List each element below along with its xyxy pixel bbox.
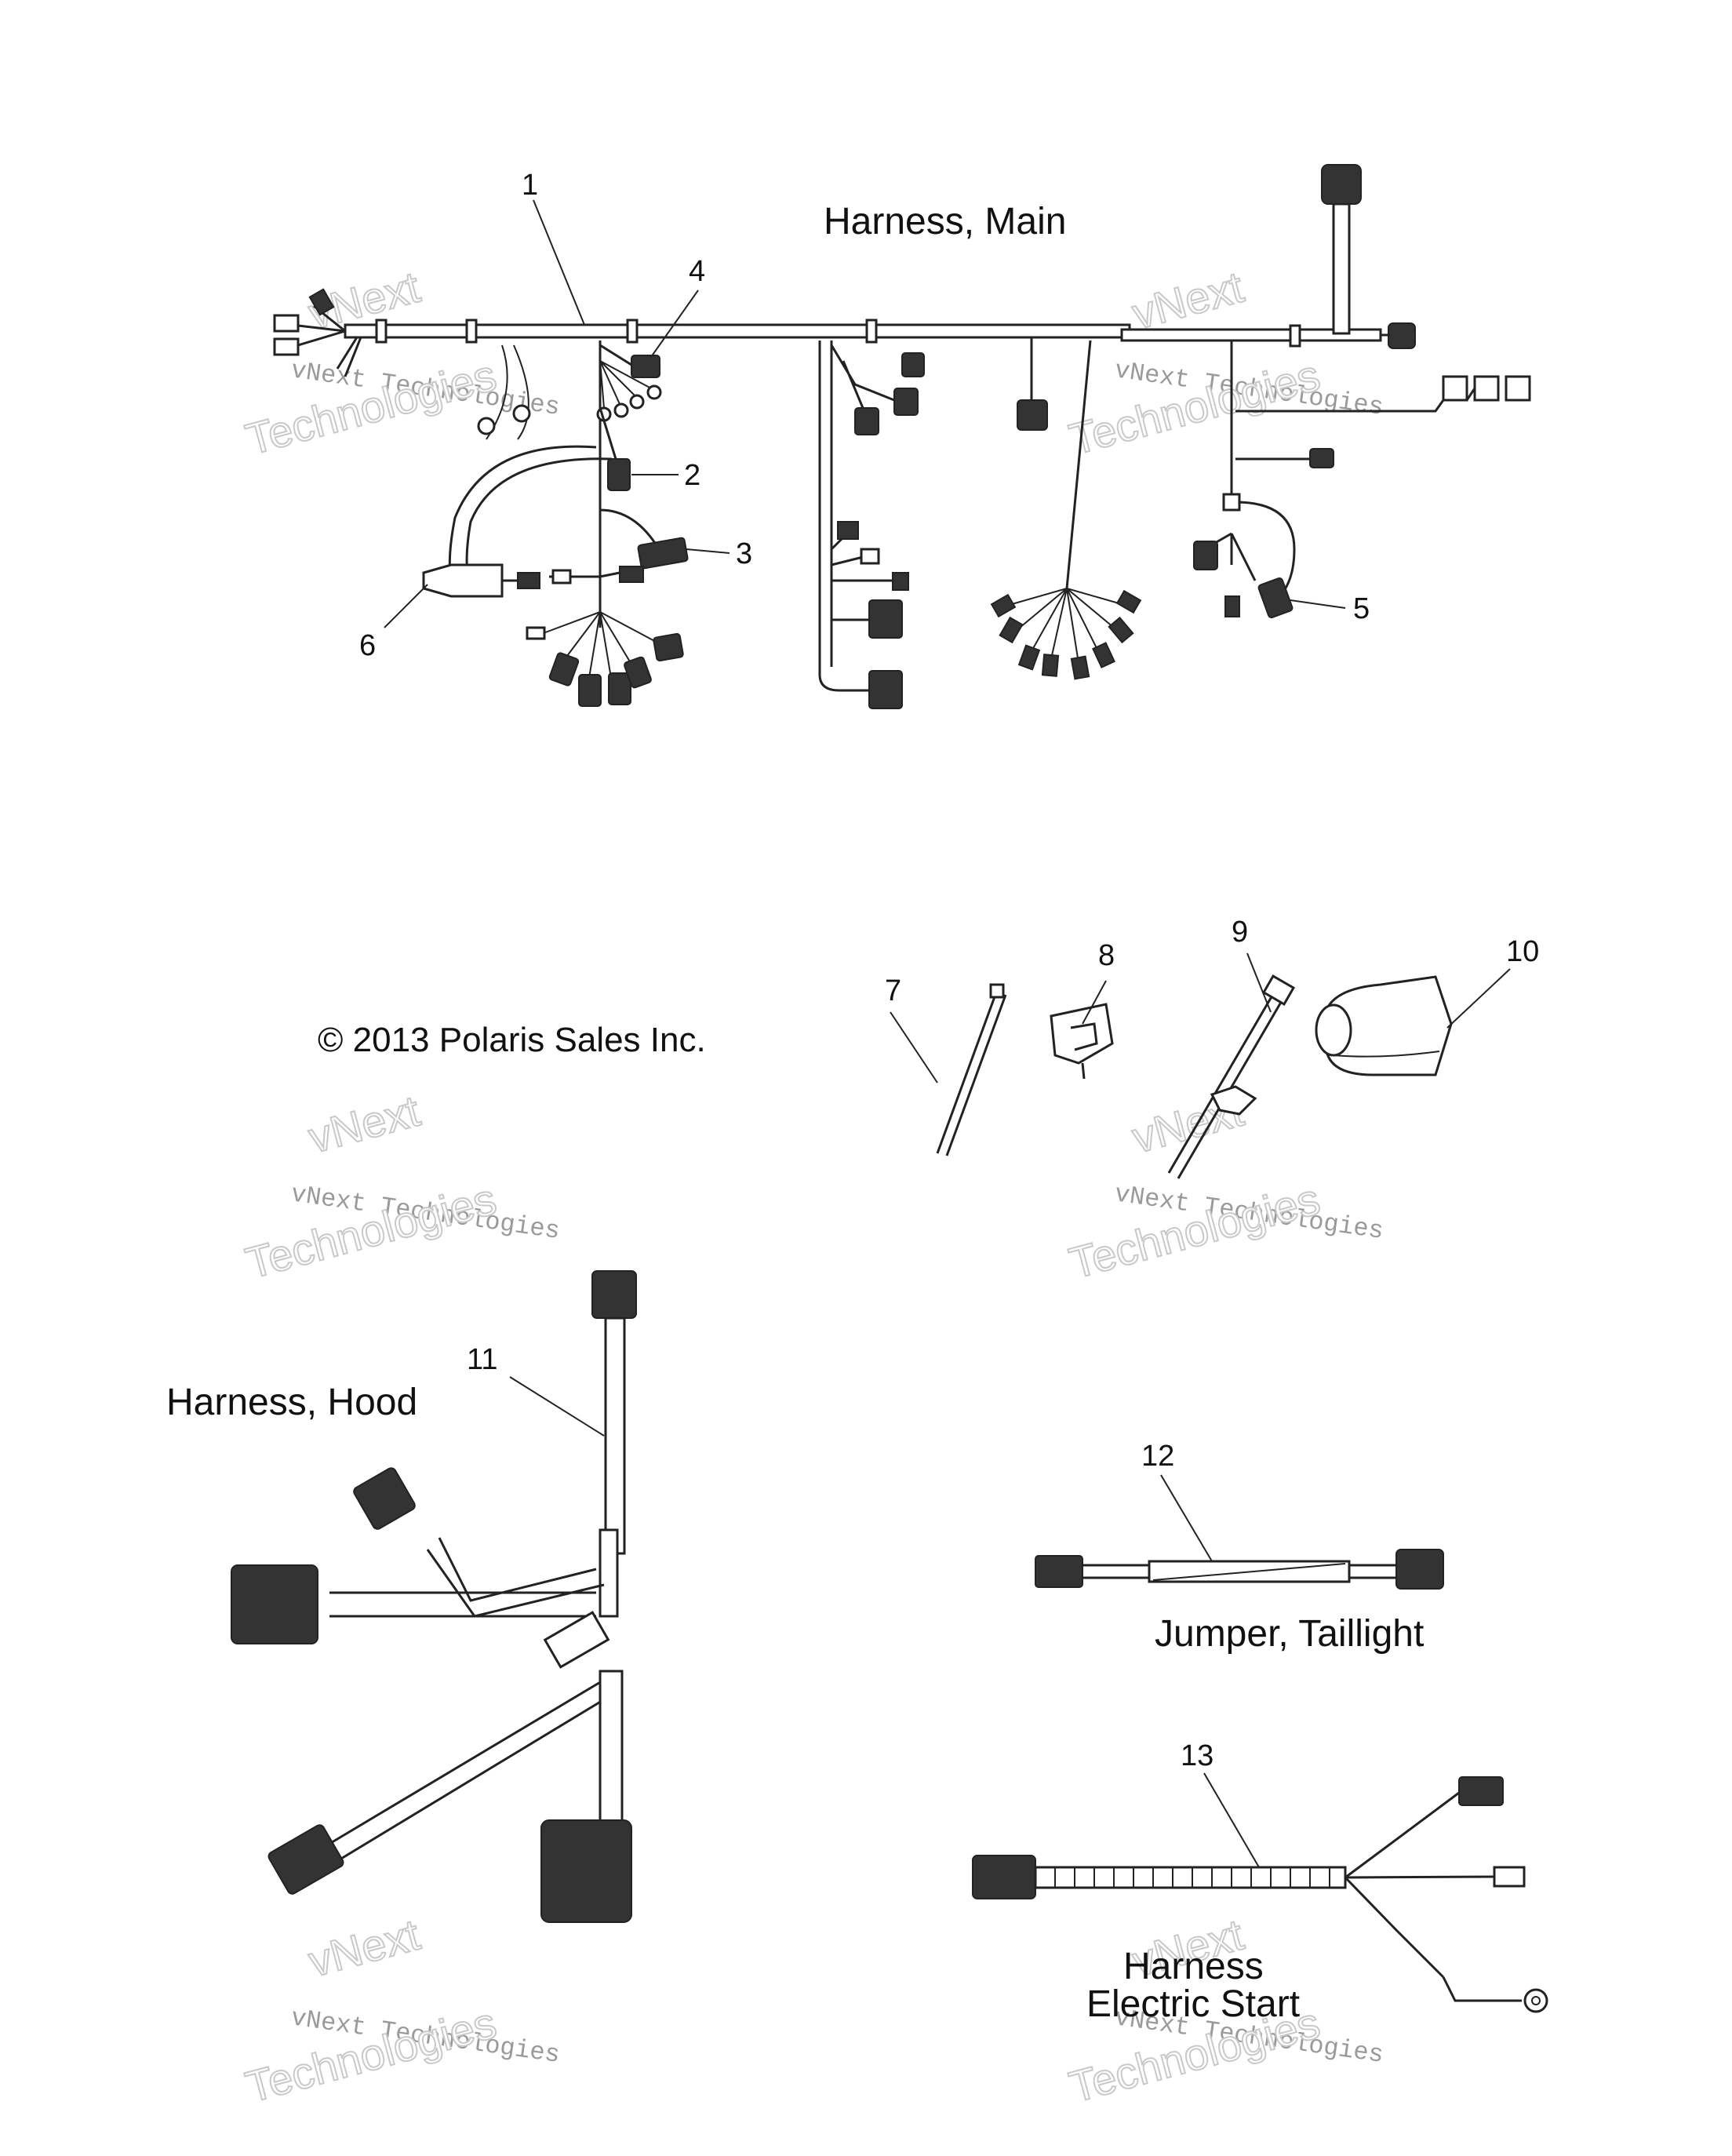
- relay-2: [1473, 375, 1500, 402]
- jumper-taillight-assembly: 12 Jumper, Taillight: [1035, 1440, 1444, 1655]
- relay-1: [1442, 375, 1468, 402]
- harness-electric-start-assembly: 13 Harness Electric Start: [972, 1739, 1548, 2025]
- leader-6: [384, 584, 428, 628]
- callout-11: 11: [467, 1343, 497, 1376]
- callout-1: 1: [522, 169, 538, 202]
- connector-4: [631, 355, 660, 378]
- connector-2: [607, 458, 631, 491]
- callout-10: 10: [1506, 935, 1539, 968]
- callout-5: 5: [1353, 592, 1370, 625]
- large-connector-a: [868, 670, 903, 709]
- callout-6: 6: [359, 629, 376, 662]
- part-9-push-tie: [1167, 984, 1290, 1179]
- trunk-clips: [375, 319, 1301, 348]
- leader-5: [1290, 599, 1346, 609]
- fanout-connectors: [990, 589, 1142, 680]
- callout-12: 12: [1141, 1440, 1174, 1473]
- conduit-ribs: [1054, 1867, 1330, 1888]
- watermark-mid-right: vNext vNext Technologies Technologies: [1064, 1085, 1385, 1289]
- part-10-sleeve: [1324, 975, 1453, 1076]
- title-harness-electric-start-1: Harness: [1123, 1946, 1264, 1987]
- leader-10: [1446, 968, 1511, 1029]
- callout-9: 9: [1232, 916, 1248, 949]
- electric-start-top-connector: [1458, 1776, 1504, 1806]
- leader-9: [1246, 952, 1272, 1013]
- main-harness-trunk: [344, 323, 1131, 339]
- callout-8: 8: [1098, 939, 1115, 972]
- top-round-connector: [1321, 164, 1362, 205]
- watermark-vnext: vNext: [304, 1086, 425, 1163]
- watermark-group: vNext vNext Technologies Technologies vN…: [240, 261, 1385, 2113]
- title-harness-main: Harness, Main: [824, 201, 1066, 242]
- relay-3: [1505, 375, 1531, 402]
- watermark-bottom-left: vNext vNext Technologies Technologies: [240, 1909, 562, 2113]
- large-connector-b: [868, 599, 903, 639]
- watermark-mid-left: vNext vNext Technologies Technologies: [240, 1085, 562, 1289]
- leader-12: [1160, 1474, 1213, 1562]
- hood-top-connector: [591, 1270, 637, 1319]
- hood-left-large-connector: [231, 1564, 318, 1644]
- left-fan-connectors: [526, 626, 684, 707]
- hood-bottom-left-connector: [267, 1824, 344, 1895]
- part-7-cable-tie: [936, 992, 1007, 1156]
- callout-3: 3: [736, 537, 752, 570]
- part-8-clip: [1050, 1003, 1114, 1065]
- fanout-branch: [1065, 340, 1092, 589]
- leader-11: [509, 1376, 605, 1437]
- callout-2: 2: [684, 459, 700, 492]
- small-parts: 7 8 9 10: [885, 916, 1539, 1179]
- watermark-vnext: vNext: [304, 1910, 425, 1987]
- callout-4: 4: [689, 255, 705, 288]
- electric-start-conduit: [1034, 1866, 1347, 1889]
- hood-main-wire: [604, 1317, 626, 1555]
- left-end-connectors: [273, 288, 531, 440]
- electric-start-left-connector: [972, 1855, 1036, 1899]
- riser-wire: [1332, 202, 1351, 335]
- watermark-top-left: vNext vNext Technologies Technologies: [240, 261, 562, 465]
- leader-4: [650, 290, 699, 358]
- title-jumper-taillight: Jumper, Taillight: [1155, 1613, 1424, 1655]
- electric-start-ring-terminal: [1523, 1988, 1548, 2013]
- taillight-right-connector: [1395, 1549, 1444, 1590]
- hood-bottom-large-connector: [540, 1819, 632, 1923]
- leader-13: [1203, 1772, 1260, 1868]
- connector-3: [637, 537, 689, 570]
- hood-upper-left-connector: [353, 1467, 416, 1530]
- connector-6: [422, 563, 504, 598]
- title-harness-hood: Harness, Hood: [166, 1382, 417, 1423]
- copyright-text: © 2013 Polaris Sales Inc.: [318, 1021, 706, 1059]
- title-harness-electric-start-2: Electric Start: [1086, 1983, 1300, 2025]
- leader-8: [1082, 980, 1107, 1025]
- hood-small-connector: [543, 1611, 610, 1669]
- callout-13: 13: [1181, 1739, 1213, 1772]
- callout-7: 7: [885, 974, 901, 1007]
- watermark-vnext: vNext: [1127, 262, 1249, 339]
- leader-1: [533, 199, 585, 326]
- arc-hose: [448, 445, 597, 581]
- taillight-left-connector: [1035, 1555, 1083, 1588]
- right-end-connector: [1388, 322, 1416, 349]
- center-branch: [818, 341, 871, 692]
- harness-hood-assembly: 11 Harness, Hood: [166, 1270, 637, 1923]
- electric-start-spade: [1493, 1866, 1526, 1888]
- harness-main-assembly: Harness, Main 1 2 3 4 5 6: [273, 164, 1531, 709]
- leader-3: [686, 548, 730, 554]
- leader-7: [890, 1011, 938, 1083]
